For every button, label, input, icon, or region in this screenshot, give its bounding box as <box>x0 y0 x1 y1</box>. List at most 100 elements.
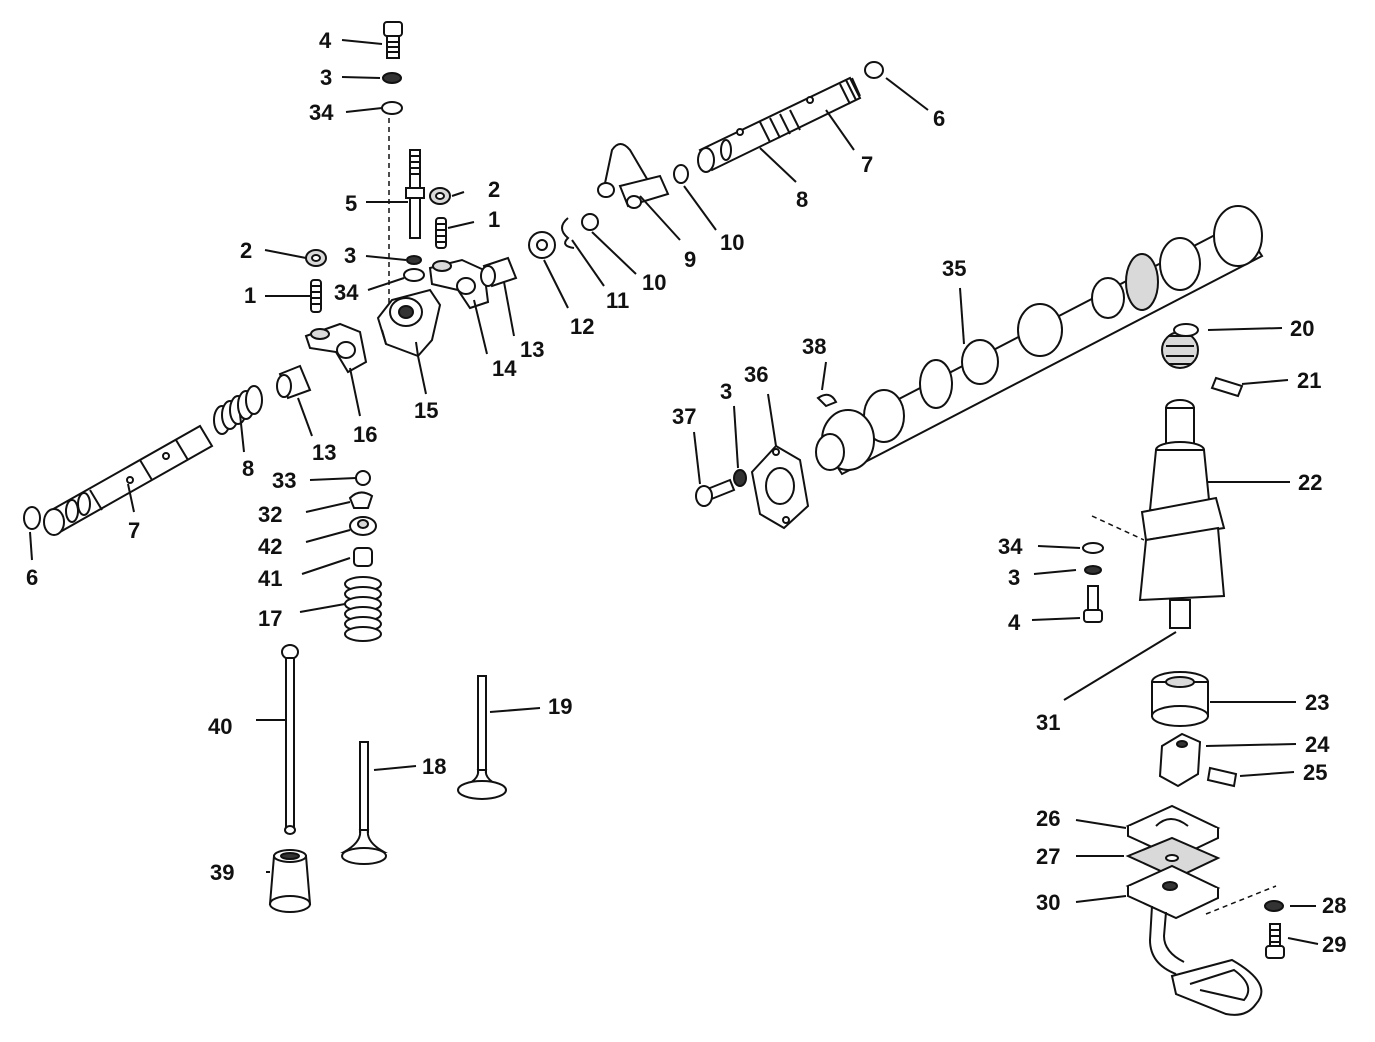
part-oil-pump <box>1138 399 1226 629</box>
part-bolt-top <box>383 21 403 59</box>
callout-17: 17 <box>258 606 282 631</box>
part-plug-left <box>23 506 41 530</box>
callout-7-right: 7 <box>861 152 873 177</box>
part-washer-top <box>381 101 403 115</box>
part-rocker-arm-14 <box>428 258 490 310</box>
part-retainer <box>349 516 377 536</box>
part-screw-right <box>435 217 447 249</box>
callout-15: 15 <box>414 398 438 423</box>
callout-3-pump: 3 <box>1008 565 1020 590</box>
axis-line-pickup <box>1205 885 1277 915</box>
callout-7-left: 7 <box>128 518 140 543</box>
callout-36: 36 <box>744 362 768 387</box>
callout-16: 16 <box>353 422 377 447</box>
part-bolt-37 <box>695 478 736 507</box>
callout-42: 42 <box>258 534 282 559</box>
callout-19: 19 <box>548 694 572 719</box>
callout-30: 30 <box>1036 890 1060 915</box>
part-plug-right <box>864 61 884 79</box>
callout-39: 39 <box>210 860 234 885</box>
callout-4-top: 4 <box>319 28 332 53</box>
part-washer-10a <box>673 164 689 184</box>
part-bushing-upper <box>480 256 518 288</box>
callout-31: 31 <box>1036 710 1060 735</box>
callout-28: 28 <box>1322 893 1346 918</box>
callouts: 4 3 34 5 2 1 2 3 34 1 13 14 15 16 13 8 7… <box>26 28 1346 957</box>
part-stud <box>405 149 425 239</box>
callout-3-top: 3 <box>320 65 332 90</box>
part-valve-exhaust <box>340 741 388 865</box>
callout-37: 37 <box>672 404 696 429</box>
callout-22: 22 <box>1298 470 1322 495</box>
part-keeper <box>348 491 374 509</box>
callout-3-mid: 3 <box>344 243 356 268</box>
part-seal <box>353 547 373 567</box>
part-pickup-tube <box>1148 905 1263 1016</box>
part-cap <box>355 470 371 486</box>
part-inner-rotor <box>1158 732 1202 788</box>
callout-27: 27 <box>1036 844 1060 869</box>
callout-18: 18 <box>422 754 446 779</box>
part-washer-12 <box>528 231 556 259</box>
leader-lines <box>29 39 1319 945</box>
part-oil-line <box>597 143 670 209</box>
callout-10b: 10 <box>642 270 666 295</box>
part-bushing-lower <box>276 364 312 400</box>
part-valve-intake <box>457 675 507 800</box>
callout-6-right: 6 <box>933 106 945 131</box>
callout-12: 12 <box>570 314 594 339</box>
part-nut-right <box>429 187 451 205</box>
callout-10a: 10 <box>720 230 744 255</box>
callout-25: 25 <box>1303 760 1327 785</box>
callout-34-top: 34 <box>309 100 334 125</box>
callout-1-left: 1 <box>244 283 256 308</box>
part-washer-10b <box>581 213 599 231</box>
part-rocker-shaft-right <box>697 76 862 173</box>
callout-26: 26 <box>1036 806 1060 831</box>
callout-14: 14 <box>492 356 517 381</box>
callout-34-pump: 34 <box>998 534 1023 559</box>
part-gasket-36 <box>750 444 810 530</box>
part-camshaft <box>815 205 1264 476</box>
callout-40: 40 <box>208 714 232 739</box>
callout-23: 23 <box>1305 690 1329 715</box>
part-spring-left <box>213 385 263 435</box>
part-rocker-shaft-left <box>43 424 214 536</box>
part-rocker-support <box>376 288 442 358</box>
part-pin-21 <box>1210 376 1244 398</box>
part-push-rod <box>281 644 299 835</box>
callout-29: 29 <box>1322 932 1346 957</box>
part-pin-25 <box>1206 766 1238 788</box>
part-nut-left <box>305 249 327 267</box>
part-screw-left <box>310 279 322 313</box>
part-lockwasher-pickup <box>1264 900 1284 912</box>
callout-11: 11 <box>606 288 629 313</box>
part-pump-plate <box>1125 864 1221 920</box>
callout-2-right: 2 <box>488 177 500 202</box>
part-rocker-arm-16 <box>304 322 368 374</box>
axis-line-pump <box>1091 515 1145 541</box>
callout-4-pump: 4 <box>1008 610 1021 635</box>
callout-33: 33 <box>272 468 296 493</box>
callout-5: 5 <box>345 191 357 216</box>
callout-8-right: 8 <box>796 187 808 212</box>
callout-1-right: 1 <box>488 207 500 232</box>
callout-3-cam: 3 <box>720 379 732 404</box>
part-washer-mid <box>403 268 425 282</box>
callout-2-left: 2 <box>240 238 252 263</box>
part-lockwasher-top <box>382 72 402 84</box>
parts-drawing <box>23 21 1285 1016</box>
callout-35: 35 <box>942 256 966 281</box>
callout-20: 20 <box>1290 316 1314 341</box>
part-clip <box>561 217 575 249</box>
callout-13-lower: 13 <box>312 440 336 465</box>
callout-34-mid: 34 <box>334 280 359 305</box>
part-lockwasher-pump <box>1084 565 1102 575</box>
part-rotor <box>1151 671 1209 727</box>
part-gear <box>1161 323 1199 369</box>
callout-13-upper: 13 <box>520 337 544 362</box>
callout-38: 38 <box>802 334 826 359</box>
part-lockwasher-mid <box>406 255 422 265</box>
callout-21: 21 <box>1297 368 1321 393</box>
